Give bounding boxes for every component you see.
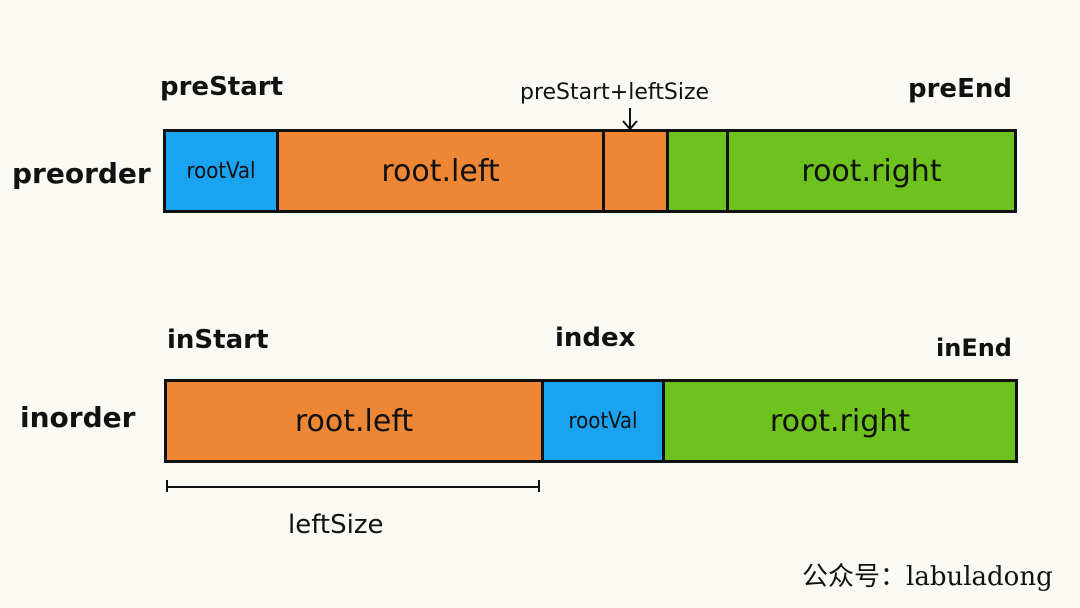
leftsize-bracket-left-tick: [166, 480, 168, 492]
inorder-array-bar: root.left rootVal root.right: [164, 379, 1018, 463]
inend-label: inEnd: [936, 334, 1012, 362]
preend-label: preEnd: [908, 74, 1012, 104]
preorder-left-tail-segment: [602, 132, 666, 210]
preorder-right-head-segment: [666, 132, 726, 210]
leftsize-label: leftSize: [288, 510, 384, 540]
prestart-plus-leftsize-label: preStart+leftSize: [520, 80, 710, 105]
preorder-row-label: preorder: [12, 157, 151, 190]
inorder-root-right-segment: root.right: [662, 382, 1015, 460]
inorder-row-label: inorder: [20, 401, 136, 434]
inorder-rootval-segment: rootVal: [541, 382, 662, 460]
preorder-root-left-segment: root.left: [276, 132, 602, 210]
leftsize-bracket-line: [166, 486, 540, 488]
instart-label: inStart: [167, 325, 269, 355]
watermark: 公众号：labuladong: [802, 562, 1053, 592]
index-label: index: [555, 323, 636, 353]
inorder-root-left-segment: root.left: [167, 382, 541, 460]
preorder-array-bar: rootVal root.left root.right: [163, 129, 1017, 213]
leftsize-bracket-right-tick: [538, 480, 540, 492]
prestart-label: preStart: [160, 72, 284, 102]
preorder-root-right-segment: root.right: [726, 132, 1014, 210]
preorder-rootval-segment: rootVal: [166, 132, 276, 210]
